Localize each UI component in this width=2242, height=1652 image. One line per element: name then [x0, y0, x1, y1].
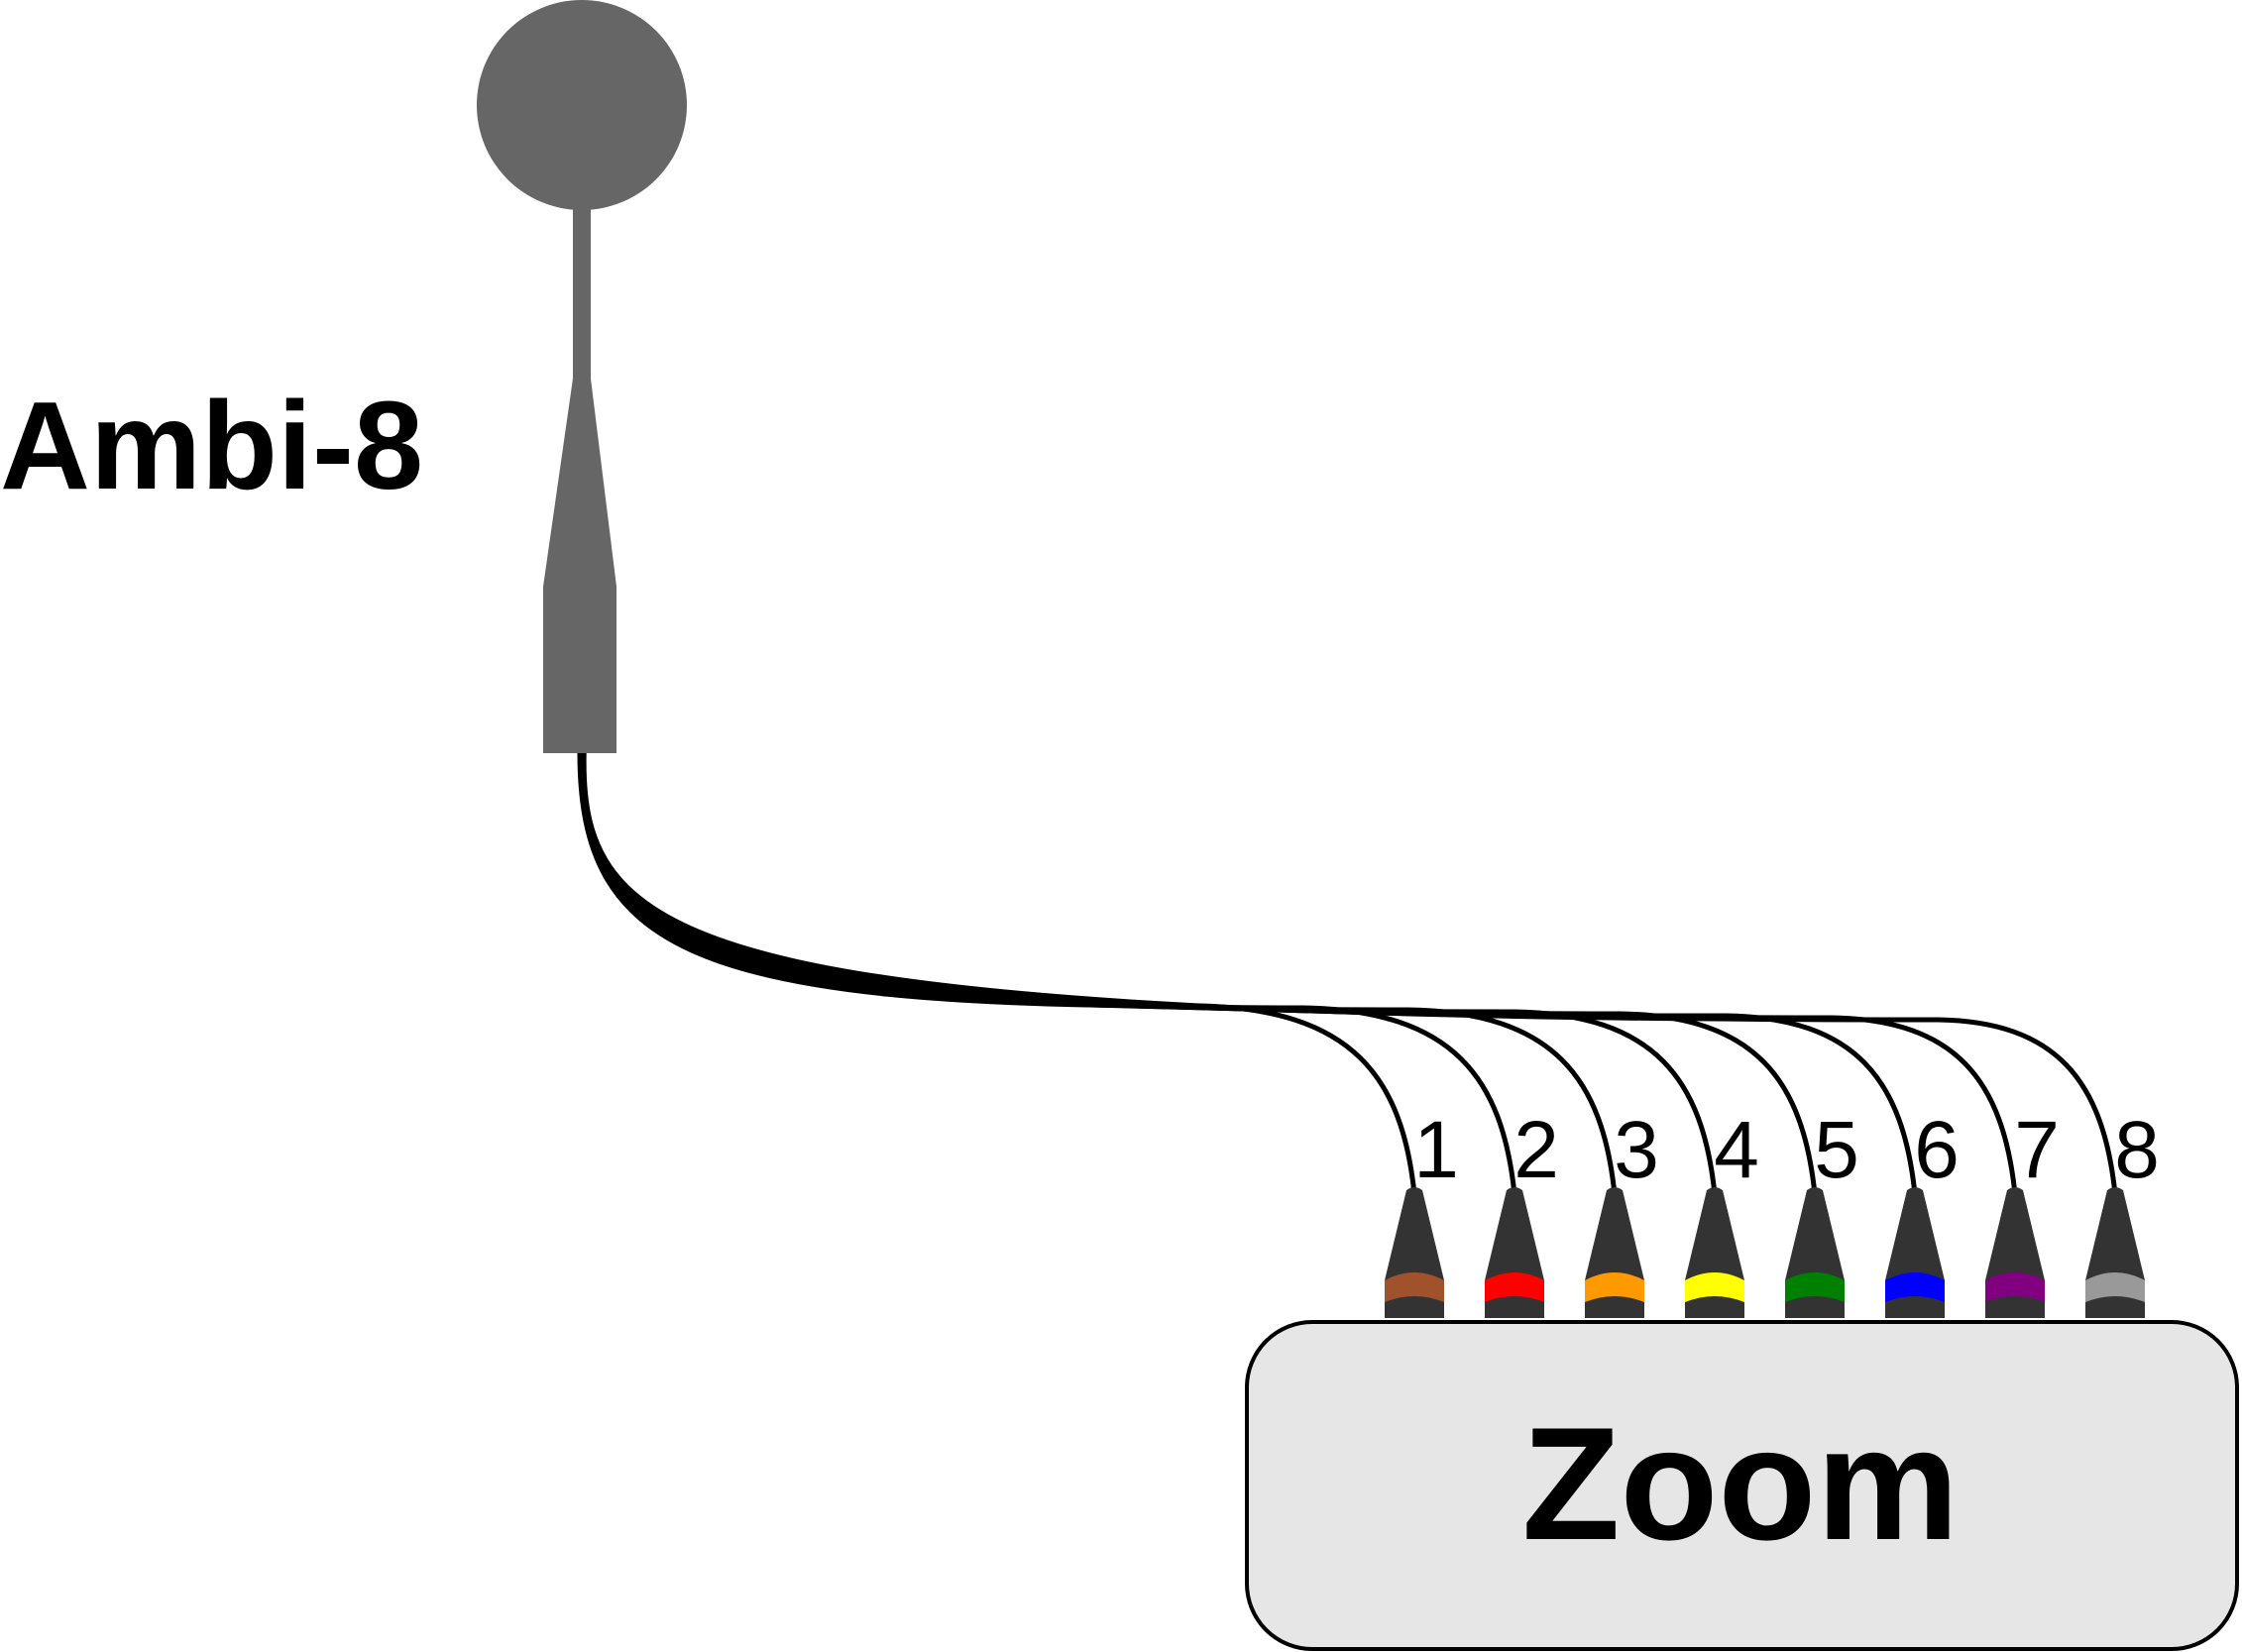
connector-band-6 — [1885, 1272, 1945, 1302]
cable-2 — [578, 752, 1517, 1195]
connector-5 — [1785, 1187, 1845, 1318]
recorder: Zoom — [1245, 1320, 2239, 1651]
microphone-stem — [573, 198, 591, 382]
connector-4 — [1685, 1187, 1744, 1318]
channel-label-3: 3 — [1614, 1105, 1659, 1195]
connector-band-4 — [1685, 1272, 1744, 1302]
connector-band-3 — [1585, 1272, 1644, 1302]
microphone-label: Ambi-8 — [0, 376, 423, 515]
connector-1 — [1385, 1187, 1444, 1318]
connector-band-5 — [1785, 1272, 1845, 1302]
connector-8 — [2085, 1187, 2145, 1318]
channel-label-8: 8 — [2114, 1105, 2160, 1195]
microphone-capsule — [477, 0, 687, 210]
channel-label-7: 7 — [2014, 1105, 2060, 1195]
connector-6 — [1885, 1187, 1945, 1318]
channel-label-1: 1 — [1413, 1105, 1459, 1195]
channel-label-6: 6 — [1914, 1105, 1960, 1195]
connector-band-8 — [2085, 1272, 2145, 1302]
channel-label-5: 5 — [1814, 1105, 1859, 1195]
cable-1 — [577, 752, 1417, 1195]
cable-bundle — [577, 752, 2118, 1195]
connector-band-2 — [1485, 1272, 1544, 1302]
connector-2 — [1485, 1187, 1544, 1318]
cable-8 — [581, 752, 2118, 1195]
connector-3 — [1585, 1187, 1644, 1318]
connector-7 — [1985, 1187, 2045, 1318]
connector-band-7 — [1985, 1272, 2045, 1302]
microphone-body — [543, 379, 617, 753]
cable-3 — [578, 752, 1618, 1195]
microphone — [477, 0, 687, 753]
connector-band-1 — [1385, 1272, 1444, 1302]
channel-label-4: 4 — [1714, 1105, 1759, 1195]
channel-label-2: 2 — [1513, 1105, 1559, 1195]
recorder-body — [1245, 1320, 2239, 1651]
recorder-label: Zoom — [1522, 1394, 1960, 1574]
